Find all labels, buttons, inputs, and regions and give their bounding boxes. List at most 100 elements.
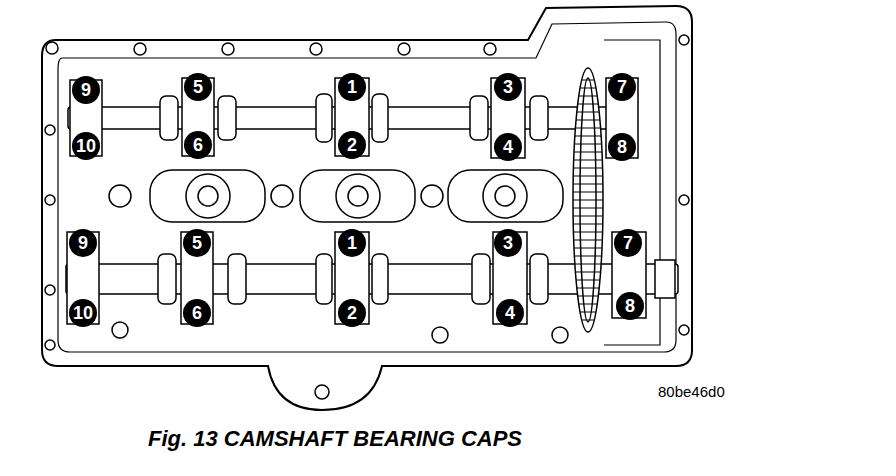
- callout-number: 9: [69, 229, 97, 257]
- cam-lobe: [472, 254, 490, 304]
- callout-number: 2: [338, 299, 366, 327]
- spark-plug-tower: [186, 174, 230, 218]
- spark-plug-tower: [421, 185, 443, 207]
- sprocket-teeth: [576, 120, 600, 121]
- sprocket-teeth: [578, 296, 599, 297]
- sprocket-teeth: [580, 312, 596, 313]
- sprocket-teeth: [577, 288, 599, 289]
- sprocket-teeth: [574, 144, 601, 145]
- callout-number: 7: [608, 73, 636, 101]
- bolt-hole: [679, 325, 689, 335]
- bolt-hole: [484, 43, 496, 55]
- cam-lobe: [372, 254, 388, 304]
- bolt-hole: [315, 385, 329, 399]
- cam-lobe: [228, 254, 246, 304]
- callout-number: 6: [183, 299, 211, 327]
- sprocket-teeth: [574, 256, 601, 257]
- head-outline: [42, 6, 692, 410]
- sprocket-teeth: [578, 104, 599, 105]
- callout-number: 8: [608, 133, 636, 161]
- sprocket-teeth: [582, 80, 594, 81]
- head-outline: [58, 22, 676, 352]
- bolt-hole: [45, 195, 55, 205]
- camshaft-sprocket: [573, 68, 603, 332]
- cam-lobe: [160, 96, 178, 140]
- callout-number: 4: [496, 299, 524, 327]
- sprocket-teeth: [579, 304, 597, 305]
- spark-plug-tower: [271, 185, 293, 207]
- bolt-hole: [134, 43, 146, 55]
- sprocket-teeth: [573, 208, 603, 209]
- sprocket-teeth: [580, 88, 596, 89]
- sprocket-teeth: [573, 184, 603, 185]
- callout-number: 1: [338, 229, 366, 257]
- sprocket-teeth: [575, 264, 601, 265]
- cam-lobe: [530, 96, 548, 140]
- callout-number: 2: [338, 131, 366, 159]
- figure-caption: Fig. 13 CAMSHAFT BEARING CAPS: [148, 426, 522, 452]
- sprocket-teeth: [573, 168, 602, 169]
- cam-lobe: [470, 96, 488, 140]
- spark-plug-tower: [198, 186, 218, 206]
- callout-number: 5: [183, 229, 211, 257]
- sprocket-teeth: [574, 152, 602, 153]
- camshaft-sprocket: [573, 68, 603, 332]
- spark-plug-tower: [336, 174, 380, 218]
- sprocket-teeth: [575, 136, 601, 137]
- spark-plug-tower: [348, 186, 368, 206]
- bolt-hole: [222, 43, 234, 55]
- bolt-hole: [679, 195, 689, 205]
- callout-number: 9: [72, 76, 100, 104]
- sprocket-teeth: [579, 96, 597, 97]
- callout-number: 8: [616, 292, 644, 320]
- sprocket-teeth: [576, 280, 600, 281]
- bolt-hole: [46, 42, 58, 54]
- sprocket-teeth: [573, 232, 602, 233]
- sprocket-teeth: [574, 160, 603, 161]
- sprocket-teeth: [573, 200, 603, 201]
- sprocket-teeth: [577, 112, 599, 113]
- callout-number: 6: [184, 131, 212, 159]
- head-outline: [604, 40, 660, 345]
- bearing-cap: [67, 78, 646, 324]
- cam-lobe: [530, 254, 548, 304]
- spark-plug-tower: [432, 327, 448, 343]
- callout-number: 3: [494, 73, 522, 101]
- sprocket-teeth: [574, 240, 603, 241]
- callout-number: 1: [338, 73, 366, 101]
- cam-lobe: [218, 96, 236, 140]
- bolt-hole: [45, 35, 689, 399]
- bolt-hole: [398, 43, 410, 55]
- bolt-hole: [310, 43, 322, 55]
- sprocket-teeth: [574, 248, 602, 249]
- cam-lobe: [316, 94, 332, 142]
- spark-plug-tower: [112, 322, 128, 338]
- sprocket-teeth: [573, 216, 603, 217]
- spark-plug-tower: [483, 174, 527, 218]
- cam-lobe: [316, 254, 332, 304]
- spark-plug-tower: [300, 170, 415, 222]
- cam-lobe: [158, 254, 176, 304]
- callout-number: 5: [184, 73, 212, 101]
- callout-number: 10: [72, 132, 100, 160]
- bolt-hole: [45, 125, 55, 135]
- callout-number: 4: [494, 133, 522, 161]
- spark-plug-tower: [495, 186, 515, 206]
- spark-plug-tower: [109, 185, 131, 207]
- spark-plug-tower: [552, 327, 568, 343]
- callout-number: 10: [69, 299, 97, 327]
- sprocket-teeth: [575, 272, 600, 273]
- spark-plug-tower: [150, 170, 265, 222]
- sprocket-teeth: [573, 192, 603, 193]
- cam-lobe: [372, 94, 388, 142]
- head-outline: [42, 6, 692, 410]
- sprocket-teeth: [573, 176, 603, 177]
- callout-number: 7: [614, 229, 642, 257]
- sprocket-teeth: [573, 80, 603, 320]
- sprocket-teeth: [575, 128, 600, 129]
- callout-number: 3: [494, 229, 522, 257]
- bolt-hole: [45, 340, 55, 350]
- sprocket-teeth: [573, 224, 603, 225]
